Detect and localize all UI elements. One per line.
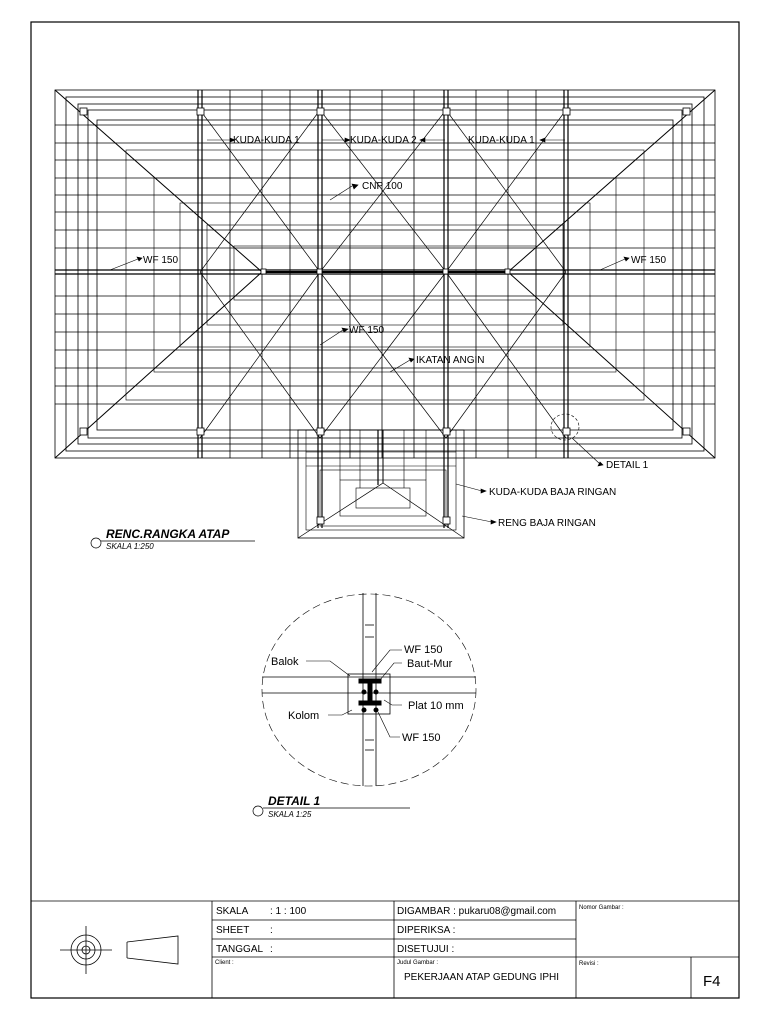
judul-gambar-label: Judul Gambar : <box>397 960 438 966</box>
plan-leaders <box>109 137 630 525</box>
label-wf150-center: WF 150 <box>349 325 384 336</box>
judul-gambar: PEKERJAAN ATAP GEDUNG IPHI <box>404 972 559 983</box>
roof-frame-plan <box>54 89 716 539</box>
detail-1-drawing <box>261 593 477 787</box>
label-cnp-100: CNP 100 <box>362 181 403 192</box>
label-kolom: Kolom <box>288 710 319 722</box>
detail-scale: SKALA 1:25 <box>268 810 312 819</box>
label-detail-1-ref: DETAIL 1 <box>606 460 649 471</box>
detail-leaders <box>306 649 402 738</box>
skala-value: : 1 : 100 <box>270 906 307 917</box>
digambar: DIGAMBAR : pukaru08@gmail.com <box>397 906 556 917</box>
sheet-value: : <box>270 925 273 936</box>
label-plat-10mm: Plat 10 mm <box>408 700 464 712</box>
label-wf150-left: WF 150 <box>143 255 178 266</box>
label-reng-baja-ringan: RENG BAJA RINGAN <box>498 518 596 529</box>
label-kuda-kuda-baja-ringan: KUDA-KUDA BAJA RINGAN <box>489 487 616 498</box>
label-kuda-kuda-1-right: KUDA-KUDA 1 <box>468 135 535 146</box>
detail-title: DETAIL 1 <box>268 794 321 808</box>
label-kuda-kuda-2: KUDA-KUDA 2 <box>350 135 417 146</box>
label-kuda-kuda-1-left: KUDA-KUDA 1 <box>233 135 300 146</box>
title-block <box>31 900 739 998</box>
nomor-gambar-label: Nomor Gambar : <box>579 905 624 911</box>
tanggal-value: : <box>270 944 273 955</box>
client-label: Client : <box>215 960 234 966</box>
disetujui: DISETUJUI : <box>397 944 454 955</box>
label-ikatan-angin: IKATAN ANGIN <box>416 355 485 366</box>
label-balok: Balok <box>271 656 299 668</box>
revisi-label: Revisi : <box>579 961 599 967</box>
label-baut-mur: Baut-Mur <box>407 658 453 670</box>
tanggal-label: TANGGAL <box>216 944 263 955</box>
sheet-border <box>30 21 740 999</box>
detail-title-marker <box>252 805 264 817</box>
plan-scale: SKALA 1:250 <box>106 542 154 551</box>
plan-title: RENC.RANGKA ATAP <box>106 527 230 541</box>
label-wf150-bottom: WF 150 <box>402 732 441 744</box>
sheet-label: SHEET <box>216 925 249 936</box>
sheet-code: F4 <box>703 973 721 990</box>
label-wf150-right: WF 150 <box>631 255 666 266</box>
plan-title-marker <box>90 537 102 549</box>
label-wf150-top: WF 150 <box>404 644 443 656</box>
target-symbol-icon <box>60 926 179 974</box>
diperiksa: DIPERIKSA : <box>397 925 455 936</box>
skala-label: SKALA <box>216 906 249 917</box>
